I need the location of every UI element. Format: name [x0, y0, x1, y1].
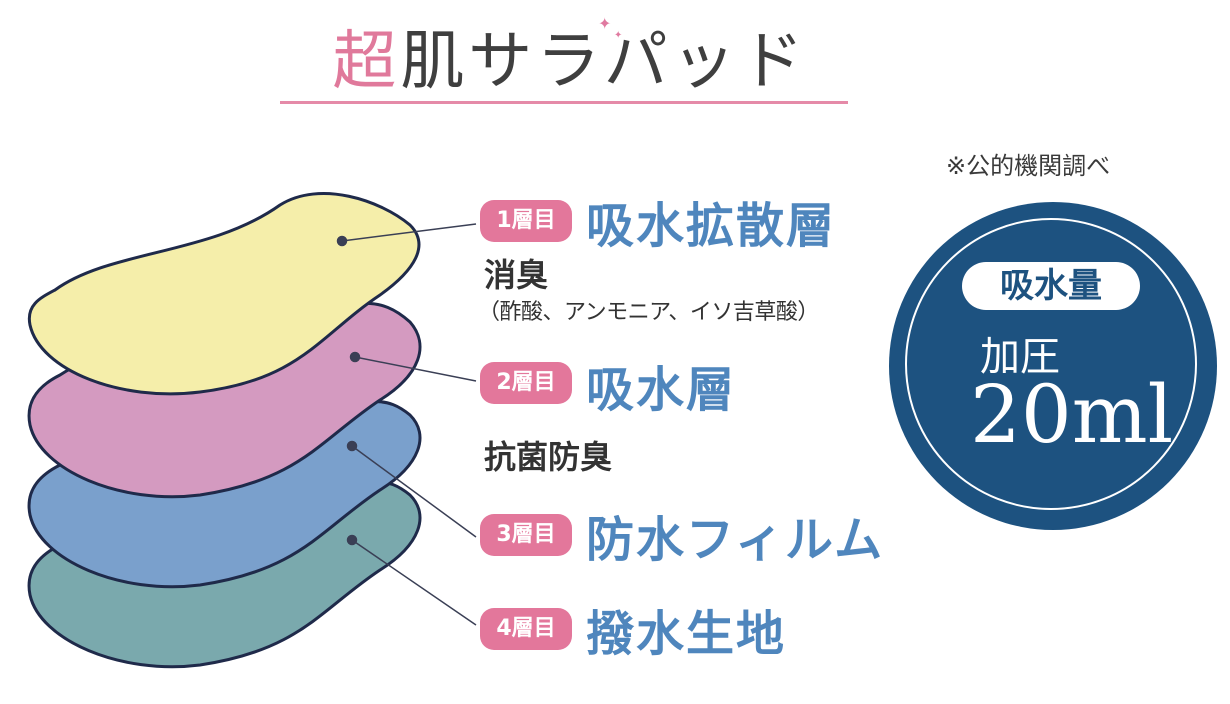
layer-2-sub: 抗菌防臭 [484, 432, 612, 478]
layer-1-detail: （酢酸、アンモニア、イソ吉草酸） [478, 294, 819, 326]
absorption-label: 吸水量 [962, 262, 1140, 310]
layer-1-badge: 1層目 [480, 200, 572, 242]
layer-2-badge: 2層目 [480, 362, 572, 404]
layer-1-sub: 消臭 [484, 250, 548, 296]
layer-1-title: 吸水拡散層 [586, 186, 836, 256]
layer-3-title: 防水フィルム [586, 500, 884, 570]
layer-4-title: 撥水生地 [586, 594, 786, 664]
layer-4-badge: 4層目 [480, 608, 572, 650]
absorption-amount: 20ml [970, 368, 1150, 461]
layer-3-badge: 3層目 [480, 514, 572, 556]
layer-2-title: 吸水層 [586, 350, 736, 420]
source-note: ※公的機関調べ [946, 146, 1110, 181]
